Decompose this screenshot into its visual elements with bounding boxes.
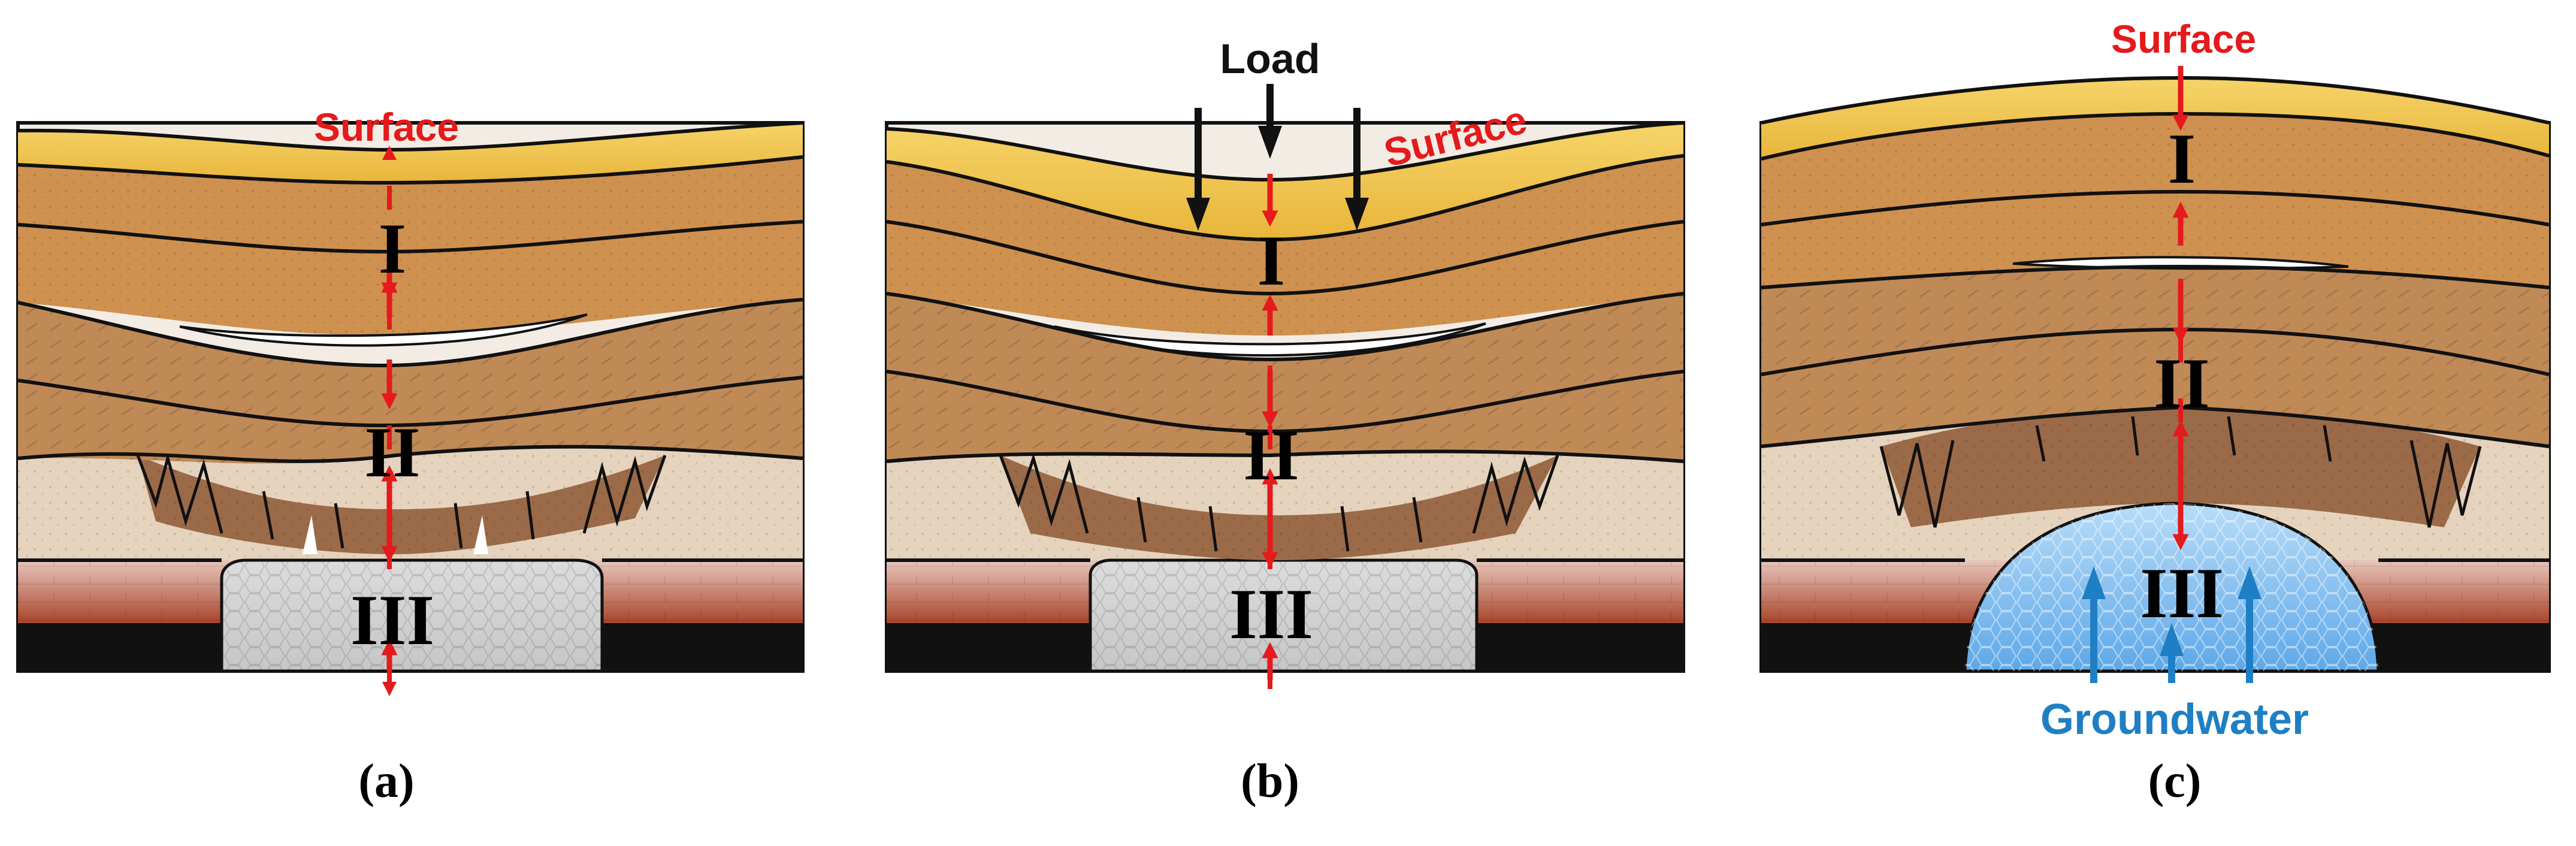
panel-b-load-arrows (1186, 84, 1369, 231)
panel-a-zone-2: II (364, 412, 420, 492)
panel-b-zone-3: III (1229, 574, 1313, 654)
panel-a-surface-label: Surface (314, 105, 459, 149)
panel-c-topsoil (1761, 78, 2549, 159)
panel-a-caption: (a) (358, 755, 414, 808)
panel-c-zone-2: II (2154, 343, 2209, 423)
panel-a-zone-1: I (379, 209, 407, 288)
panel-c-zone-3: III (2140, 553, 2224, 633)
panel-b-zone-1: I (1257, 220, 1286, 300)
panel-a-topsoil (18, 123, 803, 183)
panel-c-caption: (c) (2148, 755, 2202, 808)
panel-c: Surface I II III Groundwater (c) (1759, 17, 2551, 808)
panel-c-groundwater-arrows (2082, 566, 2261, 683)
panel-b: Load Surface I II III (b) (885, 35, 1685, 808)
panel-b-load-label: Load (1220, 35, 1320, 82)
panel-b-zone-2: II (1243, 415, 1299, 495)
panel-a-zone-3: III (350, 580, 434, 660)
panel-c-surface-label: Surface (2111, 17, 2256, 61)
panel-c-zone-1: I (2168, 119, 2196, 198)
panel-c-groundwater-label: Groundwater (2040, 696, 2309, 744)
panel-b-caption: (b) (1241, 755, 1299, 808)
panel-a-bed-separation (179, 313, 588, 347)
panel-a: Surface I II III (a) (16, 105, 805, 808)
